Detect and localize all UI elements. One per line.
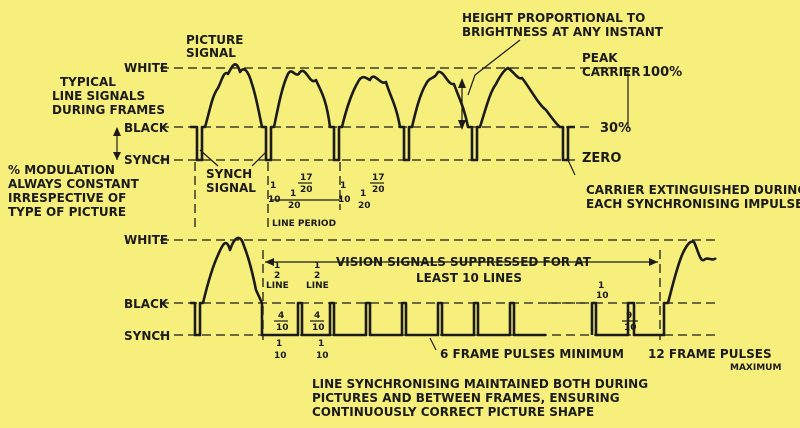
line-word-a: LINE bbox=[266, 281, 289, 291]
frac-10-b-den: 10 bbox=[338, 195, 351, 205]
bottom-waveform-end bbox=[590, 240, 717, 337]
label-suppressed-2: LEAST 10 LINES bbox=[416, 271, 522, 285]
label-line-period: LINE PERIOD bbox=[272, 219, 336, 229]
label-height-1: HEIGHT PROPORTIONAL TO bbox=[462, 11, 645, 25]
label-peak: PEAK bbox=[582, 51, 618, 65]
frac-10-f-den: 10 bbox=[316, 351, 329, 361]
label-synch-signal-1: SYNCH bbox=[206, 167, 252, 181]
label-modulation-4: TYPE OF PICTURE bbox=[8, 205, 126, 219]
frac-1-20-b-num: 1 bbox=[360, 189, 366, 199]
frac-1-20-a-num: 1 bbox=[290, 189, 296, 199]
label-picture-signal-1: PICTURE bbox=[186, 33, 243, 47]
label-suppressed-1: VISION SIGNALS SUPPRESSED FOR AT bbox=[336, 255, 592, 269]
label-twelve-pulses-2: MAXIMUM bbox=[730, 363, 781, 373]
label-modulation-3: IRRESPECTIVE OF bbox=[8, 191, 126, 205]
frac-10-a-den: 10 bbox=[268, 195, 281, 205]
half-line-a-num: 1 bbox=[274, 261, 280, 271]
label-black-top: BLACK bbox=[124, 121, 169, 135]
arrowhead-black bbox=[113, 127, 121, 136]
label-height-2: BRIGHTNESS AT ANY INSTANT bbox=[462, 25, 664, 39]
frac-1-10-b-num: 1 bbox=[340, 181, 346, 191]
arrowhead-up bbox=[458, 78, 466, 88]
half-line-b-den: 2 bbox=[314, 271, 320, 281]
frac-4-a-num: 4 bbox=[278, 311, 284, 321]
frac-4-b-num: 4 bbox=[314, 311, 320, 321]
frac-10-e-den: 10 bbox=[274, 351, 287, 361]
half-line-a-den: 2 bbox=[274, 271, 280, 281]
line-word-b: LINE bbox=[306, 281, 329, 291]
half-line-b-num: 1 bbox=[314, 261, 320, 271]
frac-17-a-num: 17 bbox=[300, 173, 313, 183]
frac-10-g-den: 10 bbox=[596, 291, 609, 301]
label-synch-signal-2: SIGNAL bbox=[206, 181, 256, 195]
label-modulation-1: % MODULATION bbox=[8, 163, 115, 177]
synch-signal-leader-2 bbox=[251, 151, 267, 167]
label-synch-bottom: SYNCH bbox=[124, 329, 170, 343]
frac-20-d-den: 20 bbox=[358, 201, 371, 211]
label-carrier-1: CARRIER EXTINGUISHED DURING bbox=[586, 183, 800, 197]
bottom-waveform bbox=[190, 236, 546, 337]
frac-9-num: 9 bbox=[626, 311, 632, 321]
frac-10-d-den: 10 bbox=[312, 323, 325, 333]
arrowhead-right-supp bbox=[649, 258, 658, 266]
six-pulse-leader bbox=[429, 337, 437, 351]
label-typical-2: LINE SIGNALS bbox=[52, 89, 145, 103]
frac-20-c-den: 20 bbox=[288, 201, 301, 211]
frac-20-b-den: 20 bbox=[372, 185, 385, 195]
label-carrier: CARRIER bbox=[582, 65, 640, 79]
label-maintained-1: LINE SYNCHRONISING MAINTAINED BOTH DURIN… bbox=[312, 377, 648, 391]
frac-1-a-num: 1 bbox=[276, 339, 282, 349]
arrowhead-down bbox=[458, 120, 466, 130]
label-white-bottom: WHITE bbox=[124, 233, 168, 247]
frac-20-a-den: 20 bbox=[300, 185, 313, 195]
synch-signal-leader-1 bbox=[199, 149, 219, 167]
label-black-bottom: BLACK bbox=[124, 297, 169, 311]
label-synch-top: SYNCH bbox=[124, 153, 170, 167]
label-maintained-2: PICTURES AND BETWEEN FRAMES, ENSURING bbox=[312, 391, 620, 405]
carrier-leader bbox=[567, 159, 576, 176]
label-30-percent: 30% bbox=[600, 121, 631, 136]
frac-10-h-den: 10 bbox=[624, 323, 637, 333]
label-white-top: WHITE bbox=[124, 61, 168, 75]
height-leader-line bbox=[467, 39, 521, 96]
label-picture-signal-2: SIGNAL bbox=[186, 46, 236, 60]
frac-17-b-num: 17 bbox=[372, 173, 385, 183]
label-six-pulses: 6 FRAME PULSES MINIMUM bbox=[440, 347, 624, 361]
label-twelve-pulses-1: 12 FRAME PULSES bbox=[648, 347, 772, 361]
label-typical-1: TYPICAL bbox=[60, 75, 116, 89]
frac-1-b-num: 1 bbox=[318, 339, 324, 349]
label-modulation-2: ALWAYS CONSTANT bbox=[8, 177, 140, 191]
frac-1-10-a-num: 1 bbox=[270, 181, 276, 191]
label-zero: ZERO bbox=[582, 151, 621, 166]
label-100-percent: 100% bbox=[642, 65, 682, 80]
arrowhead-left-supp bbox=[265, 258, 274, 266]
label-carrier-2: EACH SYNCHRONISING IMPULSE bbox=[586, 197, 800, 211]
top-waveform bbox=[190, 63, 575, 162]
label-maintained-3: CONTINUOUSLY CORRECT PICTURE SHAPE bbox=[312, 405, 594, 419]
label-typical-3: DURING FRAMES bbox=[52, 103, 165, 117]
arrowhead-synch bbox=[113, 152, 121, 160]
frac-1-c-num: 1 bbox=[598, 281, 604, 291]
frac-10-c-den: 10 bbox=[276, 323, 289, 333]
